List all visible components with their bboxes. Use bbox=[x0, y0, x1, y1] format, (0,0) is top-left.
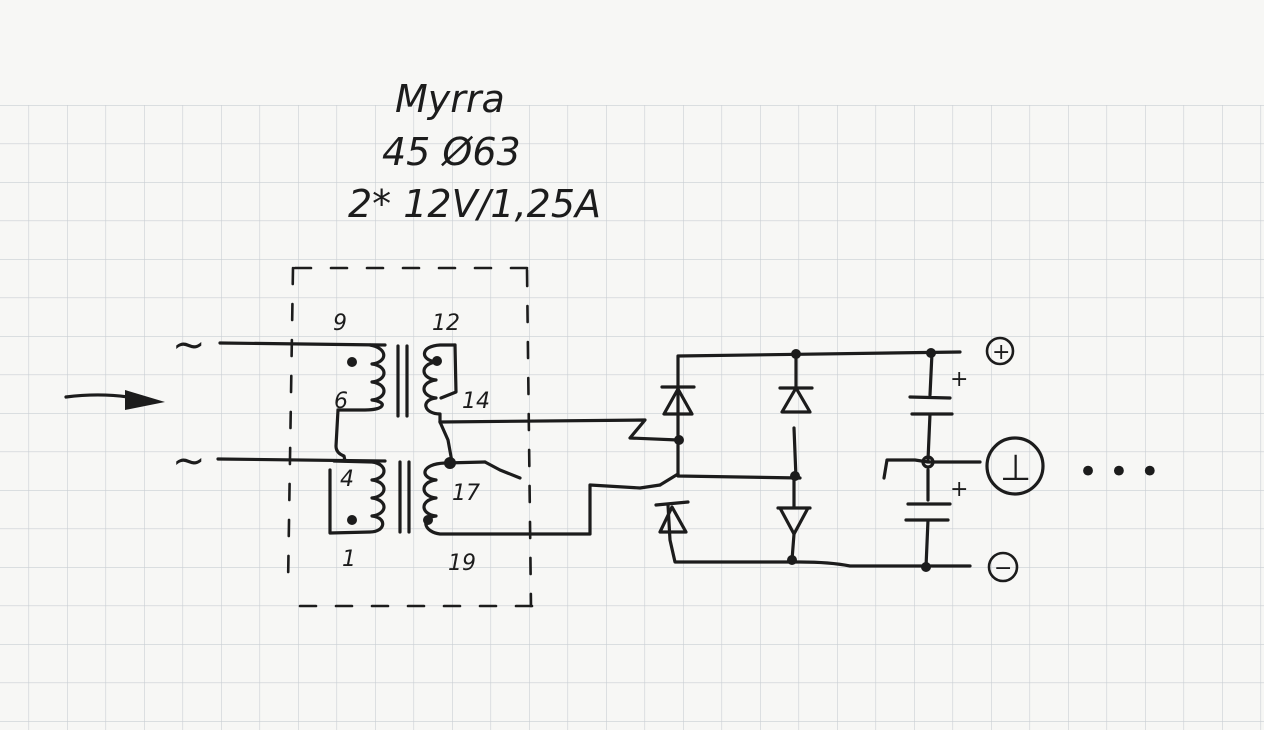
pin-label-17: 17 bbox=[452, 481, 480, 506]
rectifier-input-lower-wire bbox=[658, 472, 680, 487]
primary-link-6-4 bbox=[334, 408, 347, 463]
secondary-winding-upper bbox=[422, 343, 458, 424]
output-terminal-minus: − bbox=[987, 551, 1019, 583]
svg-text:⊥: ⊥ bbox=[1000, 448, 1031, 489]
transformer-rating: 2* 12V/1,25A bbox=[348, 182, 601, 226]
diode-bottom-right bbox=[776, 476, 812, 562]
continuation-dots: • • • bbox=[1078, 452, 1160, 492]
transformer-core-lower bbox=[398, 460, 411, 534]
input-arrow bbox=[64, 390, 165, 410]
ac-input-bottom-symbol: ~ bbox=[172, 438, 206, 484]
diode-top-left bbox=[660, 385, 696, 416]
capacitor-upper-plus-label: + bbox=[950, 367, 968, 392]
transformer-brand: Myrra bbox=[395, 77, 505, 121]
transformer-core-upper bbox=[396, 344, 409, 418]
centre-tap-node bbox=[882, 455, 982, 480]
svg-text:+: + bbox=[992, 340, 1010, 365]
transformer-part-number: 45 Ø63 bbox=[382, 130, 521, 174]
secondary-centre-tap-wire bbox=[438, 420, 454, 464]
capacitor-lower bbox=[904, 468, 952, 569]
output-terminal-plus: + bbox=[985, 336, 1015, 366]
pin-label-1: 1 bbox=[342, 547, 356, 572]
primary-winding-lower bbox=[328, 459, 386, 535]
capacitor-upper bbox=[908, 351, 954, 462]
diode-bottom-left bbox=[654, 500, 690, 534]
primary-winding-upper bbox=[336, 343, 386, 412]
svg-text:−: − bbox=[994, 556, 1012, 581]
output-terminal-ground: ⊥ bbox=[985, 436, 1045, 496]
pin-label-12: 12 bbox=[432, 311, 460, 336]
pin-label-4: 4 bbox=[340, 467, 354, 492]
pin-label-6: 6 bbox=[334, 389, 348, 414]
graph-paper-grid bbox=[0, 105, 1264, 730]
secondary-upper-output-wire bbox=[438, 418, 680, 442]
capacitor-lower-plus-label: + bbox=[950, 477, 968, 502]
secondary-winding-lower bbox=[422, 457, 662, 536]
pin-label-14: 14 bbox=[462, 389, 490, 414]
diode-top-right bbox=[778, 354, 814, 480]
ac-input-top-symbol: ~ bbox=[172, 322, 206, 368]
transformer-enclosure bbox=[286, 266, 534, 608]
pin-label-19: 19 bbox=[448, 551, 476, 576]
primary-input-top-wire bbox=[218, 341, 387, 347]
pin-label-9: 9 bbox=[333, 311, 347, 336]
